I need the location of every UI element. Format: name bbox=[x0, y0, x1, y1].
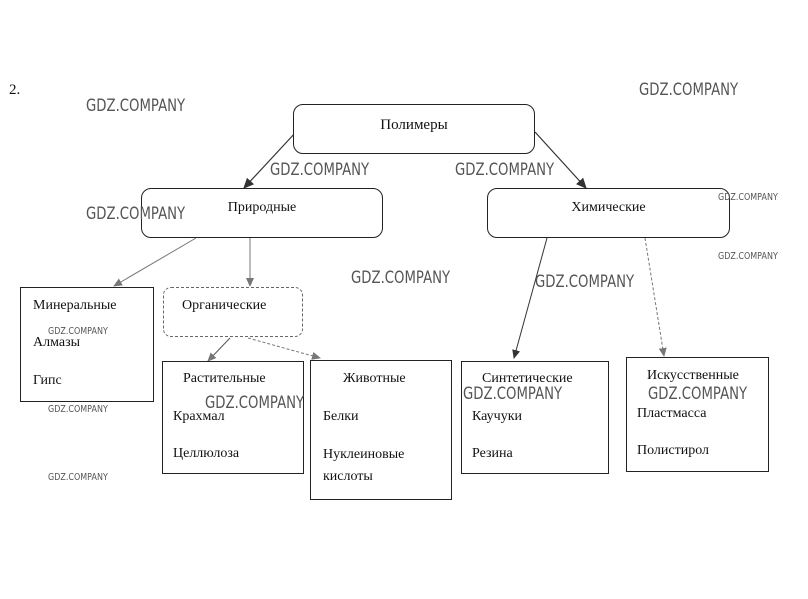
node-synthetic-label: Синтетические bbox=[482, 371, 573, 386]
watermark: GDZ.COMPANY bbox=[718, 192, 778, 203]
mineral-item: Алмазы bbox=[33, 335, 81, 350]
node-artificial: Искусственные Пластмасса Полистирол bbox=[626, 357, 769, 472]
watermark: GDZ.COMPANY bbox=[535, 272, 635, 292]
watermark: GDZ.COMPANY bbox=[48, 326, 108, 337]
watermark: GDZ.COMPANY bbox=[351, 268, 451, 288]
node-organic: Органические bbox=[163, 287, 303, 337]
artificial-item: Пластмасса bbox=[637, 406, 707, 421]
arrow-organic-animal bbox=[247, 337, 321, 360]
animal-item: Белки bbox=[323, 409, 359, 424]
arrow-chemical-artificial bbox=[644, 237, 667, 357]
arrow-root-natural bbox=[243, 131, 297, 189]
watermark: GDZ.COMPANY bbox=[86, 96, 186, 116]
node-polymers-label: Полимеры bbox=[380, 117, 448, 133]
arrow-organic-plant bbox=[207, 337, 231, 362]
animal-item: Нуклеиновые bbox=[323, 447, 405, 462]
arrow-natural-mineral bbox=[113, 237, 197, 287]
watermark: GDZ.COMPANY bbox=[48, 404, 108, 415]
node-artificial-label: Искусственные bbox=[647, 368, 739, 383]
watermark: GDZ.COMPANY bbox=[648, 384, 748, 404]
watermark: GDZ.COMPANY bbox=[86, 204, 186, 224]
node-synthetic: Синтетические Каучуки Резина bbox=[461, 361, 609, 474]
watermark: GDZ.COMPANY bbox=[455, 160, 555, 180]
animal-item: кислоты bbox=[323, 469, 373, 484]
watermark: GDZ.COMPANY bbox=[205, 393, 305, 413]
watermark: GDZ.COMPANY bbox=[718, 251, 778, 262]
node-natural: Природные bbox=[141, 188, 383, 238]
plant-item: Крахмал bbox=[173, 409, 225, 424]
node-mineral: Минеральные Алмазы Гипс bbox=[20, 287, 154, 402]
arrow-root-chemical bbox=[534, 131, 587, 189]
watermark: GDZ.COMPANY bbox=[639, 80, 739, 100]
node-chemical-label: Химические bbox=[571, 200, 646, 215]
watermark: GDZ.COMPANY bbox=[270, 160, 370, 180]
node-animal: Животные Белки Нуклеиновые кислоты bbox=[310, 360, 452, 500]
node-plant-label: Растительные bbox=[183, 371, 266, 386]
watermark: GDZ.COMPANY bbox=[463, 384, 563, 404]
node-plant: Растительные Крахмал Целлюлоза bbox=[162, 361, 304, 474]
task-number: 2. bbox=[9, 82, 21, 98]
synthetic-item: Резина bbox=[472, 446, 513, 461]
node-mineral-label: Минеральные bbox=[33, 298, 117, 313]
artificial-item: Полистирол bbox=[637, 443, 710, 458]
arrow-chemical-synthetic bbox=[512, 237, 548, 359]
plant-item: Целлюлоза bbox=[173, 446, 240, 461]
node-polymers: Полимеры bbox=[293, 104, 535, 154]
node-organic-label: Органические bbox=[182, 298, 267, 313]
node-chemical: Химические bbox=[487, 188, 730, 238]
node-animal-label: Животные bbox=[343, 371, 406, 386]
watermark: GDZ.COMPANY bbox=[48, 472, 108, 483]
synthetic-item: Каучуки bbox=[472, 409, 522, 424]
node-natural-label: Природные bbox=[227, 200, 297, 215]
mineral-item: Гипс bbox=[33, 373, 62, 388]
